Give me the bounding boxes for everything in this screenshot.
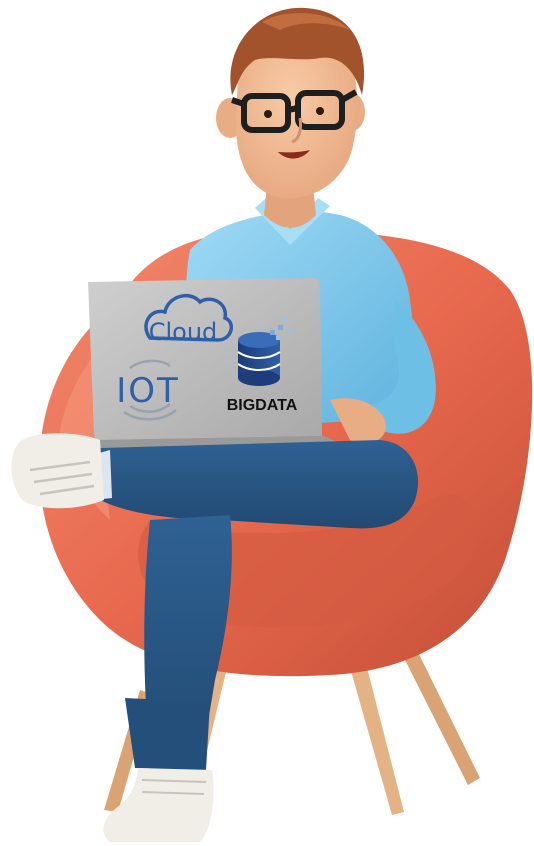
shoes [11, 433, 214, 842]
glasses-icon [231, 89, 358, 133]
shoe-left [11, 433, 104, 509]
bigdata-label: BIGDATA [227, 397, 298, 414]
shoe-right [103, 768, 214, 842]
iot-label: IOT [116, 371, 180, 411]
right-arm [330, 398, 386, 444]
iot-wave-icon [123, 359, 177, 421]
head [216, 7, 365, 199]
jeans [100, 440, 419, 770]
database-icon [237, 318, 291, 386]
hair [230, 7, 365, 95]
laptop: Cloud IOT BIGDATA [88, 278, 342, 448]
cloud-icon [144, 293, 234, 342]
smile [278, 150, 310, 159]
cloud-label: Cloud [149, 318, 218, 346]
